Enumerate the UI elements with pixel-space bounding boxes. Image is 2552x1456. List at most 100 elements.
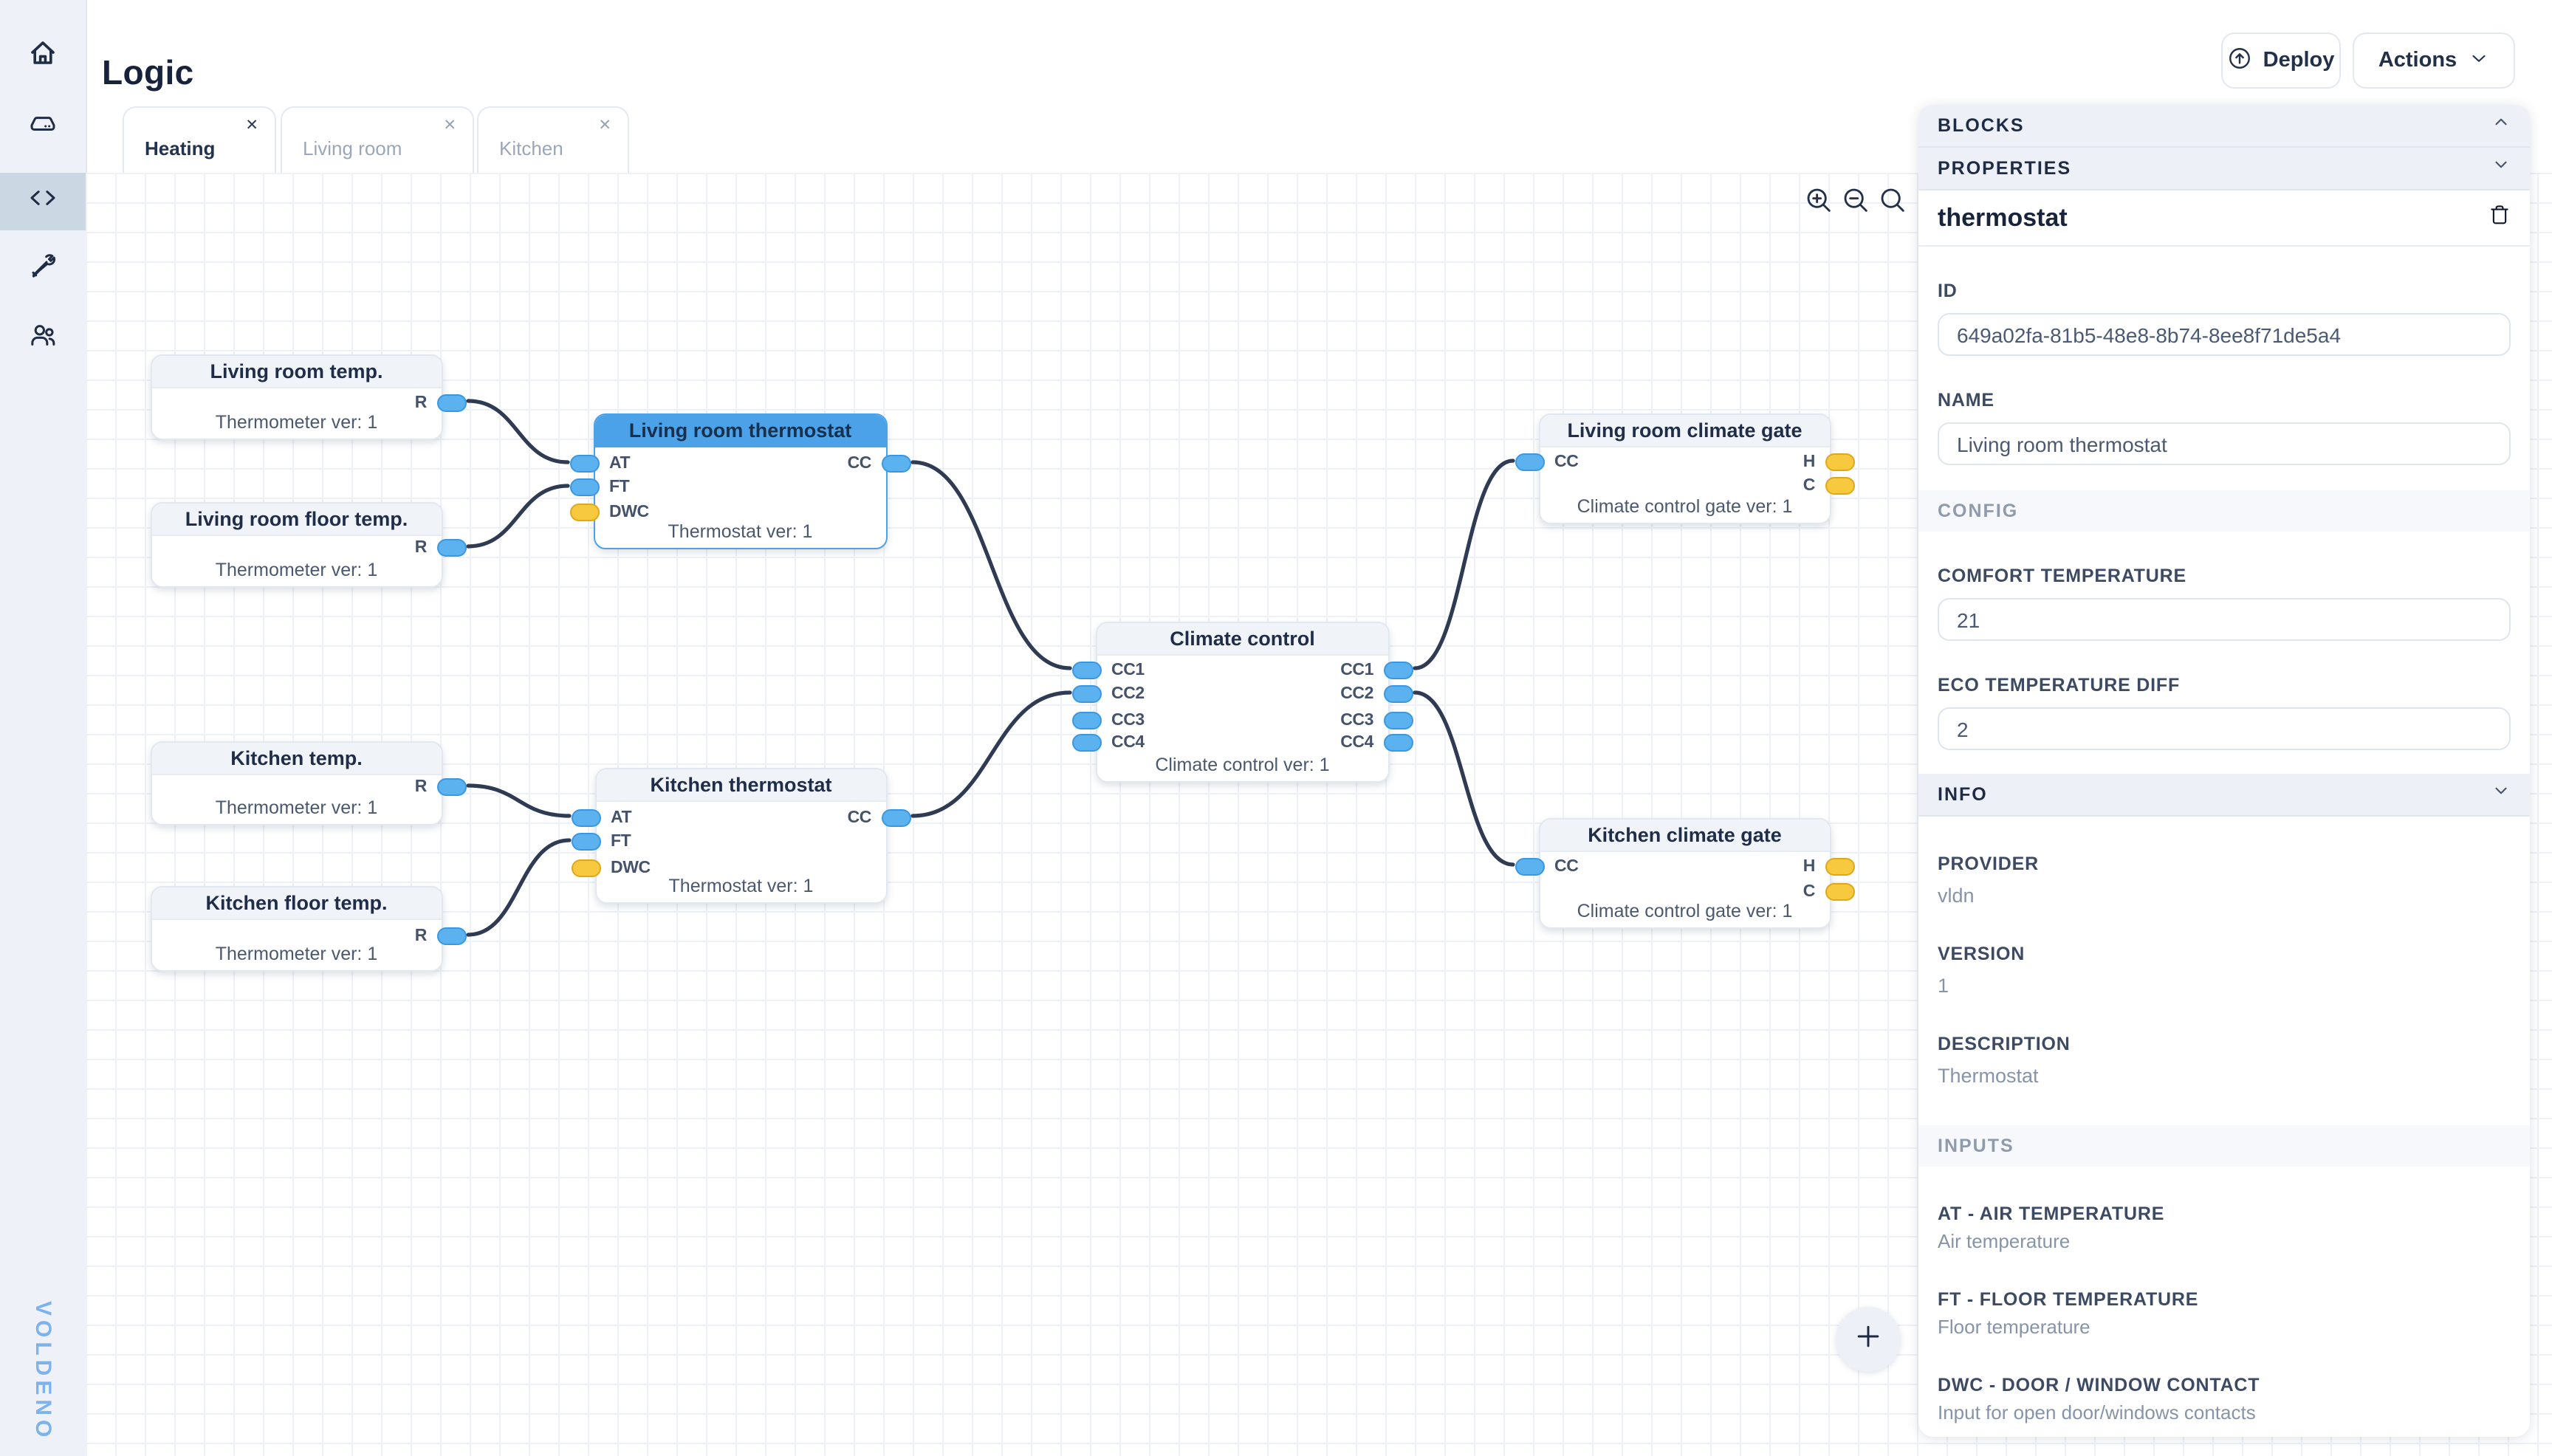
deploy-icon — [2228, 45, 2253, 76]
port-label-at: AT — [609, 455, 631, 473]
properties-panel: BLOCKS PROPERTIES thermostat ID NAME CON… — [1918, 105, 2530, 1437]
port-output-c[interactable] — [1825, 477, 1855, 495]
port-label-cc1: CC1 — [1111, 661, 1145, 679]
sidebar-item-tools[interactable] — [0, 241, 86, 298]
chevron-down-icon — [2491, 781, 2511, 808]
port-output-r[interactable] — [437, 539, 467, 557]
port-output-h[interactable] — [1825, 453, 1855, 471]
input-item-label: AT - AIR TEMPERATURE — [1938, 1203, 2165, 1224]
port-input-cc3[interactable] — [1071, 711, 1101, 729]
zoom-in-icon[interactable] — [1805, 186, 1834, 223]
edge-kitchen-temp-to-kitchen-thermostat[interactable] — [466, 783, 572, 818]
edge-climate-control-to-living-room-climate-gate[interactable] — [1413, 459, 1515, 670]
edge-kitchen-thermostat-to-climate-control[interactable] — [910, 690, 1072, 818]
node-footer: Climate control ver: 1 — [1155, 754, 1330, 775]
input-item-desc: Air temperature — [1938, 1230, 2071, 1252]
port-output-cc[interactable] — [882, 455, 911, 473]
port-output-cc4[interactable] — [1384, 734, 1413, 752]
port-output-cc3[interactable] — [1384, 711, 1413, 729]
tab-close-icon[interactable]: ✕ — [598, 117, 611, 134]
config-section-header: CONFIG — [1918, 490, 2530, 532]
sidebar-item-storage[interactable] — [0, 99, 86, 157]
node-footer: Thermometer ver: 1 — [215, 797, 378, 817]
port-output-h[interactable] — [1825, 857, 1855, 875]
port-input-dwc[interactable] — [571, 859, 600, 876]
config-field-eco-temperature-diff[interactable] — [1938, 707, 2511, 750]
port-input-at[interactable] — [571, 808, 600, 826]
actions-label: Actions — [2378, 49, 2457, 72]
node-footer: Thermostat ver: 1 — [668, 876, 814, 896]
port-label-at: AT — [611, 808, 632, 826]
port-label-r: R — [414, 778, 428, 796]
port-output-cc1[interactable] — [1384, 661, 1413, 679]
sidebar-item-home[interactable] — [0, 28, 86, 86]
info-section-label: INFO — [1938, 784, 1988, 805]
port-input-cc[interactable] — [1515, 857, 1544, 875]
port-label-cc3: CC3 — [1340, 711, 1373, 729]
code-icon — [28, 183, 58, 220]
port-output-c[interactable] — [1825, 883, 1855, 901]
port-label-r: R — [414, 927, 428, 945]
port-input-cc1[interactable] — [1071, 661, 1101, 679]
port-input-cc2[interactable] — [1071, 685, 1101, 703]
zoom-reset-icon[interactable] — [1879, 186, 1908, 223]
sidebar-item-logic[interactable] — [0, 173, 86, 230]
tab-living-room[interactable]: Living room✕ — [281, 106, 474, 173]
port-output-r[interactable] — [437, 927, 467, 945]
port-label-c: C — [1802, 883, 1816, 901]
node-footer: Thermometer ver: 1 — [215, 944, 378, 964]
tab-close-icon[interactable]: ✕ — [245, 117, 258, 134]
zoom-out-icon[interactable] — [1842, 186, 1871, 223]
zoom-toolbar — [1805, 186, 1908, 223]
port-input-ft[interactable] — [571, 833, 600, 851]
node-footer: Thermometer ver: 1 — [215, 560, 378, 580]
info-row-label: VERSION — [1938, 944, 2026, 964]
storage-icon — [28, 109, 58, 146]
name-field[interactable] — [1938, 422, 2511, 465]
add-node-button[interactable] — [1836, 1307, 1901, 1372]
port-output-cc2[interactable] — [1384, 685, 1413, 703]
port-output-r[interactable] — [437, 394, 467, 411]
deploy-button[interactable]: Deploy — [2221, 32, 2341, 89]
port-label-ft: FT — [609, 478, 630, 496]
brand-logo: VOLDENO — [30, 1300, 55, 1441]
node-title: Kitchen thermostat — [596, 769, 886, 802]
port-output-r[interactable] — [437, 778, 467, 796]
edge-kitchen-floor-temp-to-kitchen-thermostat[interactable] — [466, 838, 572, 937]
port-input-dwc[interactable] — [569, 503, 599, 521]
port-input-at[interactable] — [569, 455, 599, 473]
edge-climate-control-to-kitchen-climate-gate[interactable] — [1413, 690, 1515, 867]
config-field-comfort-temperature[interactable] — [1938, 598, 2511, 641]
name-label: NAME — [1938, 390, 1994, 411]
info-row-value: 1 — [1938, 975, 1949, 997]
trash-icon[interactable] — [2488, 203, 2511, 233]
port-output-cc[interactable] — [882, 808, 911, 826]
tab-kitchen[interactable]: Kitchen✕ — [477, 106, 629, 173]
port-input-cc[interactable] — [1515, 453, 1544, 471]
info-section-header[interactable]: INFO — [1918, 774, 2530, 817]
actions-button[interactable]: Actions — [2353, 32, 2515, 89]
port-input-ft[interactable] — [569, 478, 599, 496]
edge-living-room-floor-temp-to-living-room-thermostat[interactable] — [466, 484, 570, 549]
blocks-section-header[interactable]: BLOCKS — [1918, 105, 2530, 148]
sidebar-item-users[interactable] — [0, 310, 86, 368]
tab-close-icon[interactable]: ✕ — [443, 117, 456, 134]
id-field[interactable] — [1938, 313, 2511, 356]
properties-section-header[interactable]: PROPERTIES — [1918, 148, 2530, 190]
tab-heating[interactable]: Heating✕ — [123, 106, 276, 173]
edge-living-room-thermostat-to-climate-control[interactable] — [910, 460, 1072, 670]
node-title: Climate control — [1097, 622, 1388, 655]
edge-living-room-temp-to-living-room-thermostat[interactable] — [466, 399, 570, 464]
port-input-cc4[interactable] — [1071, 734, 1101, 752]
